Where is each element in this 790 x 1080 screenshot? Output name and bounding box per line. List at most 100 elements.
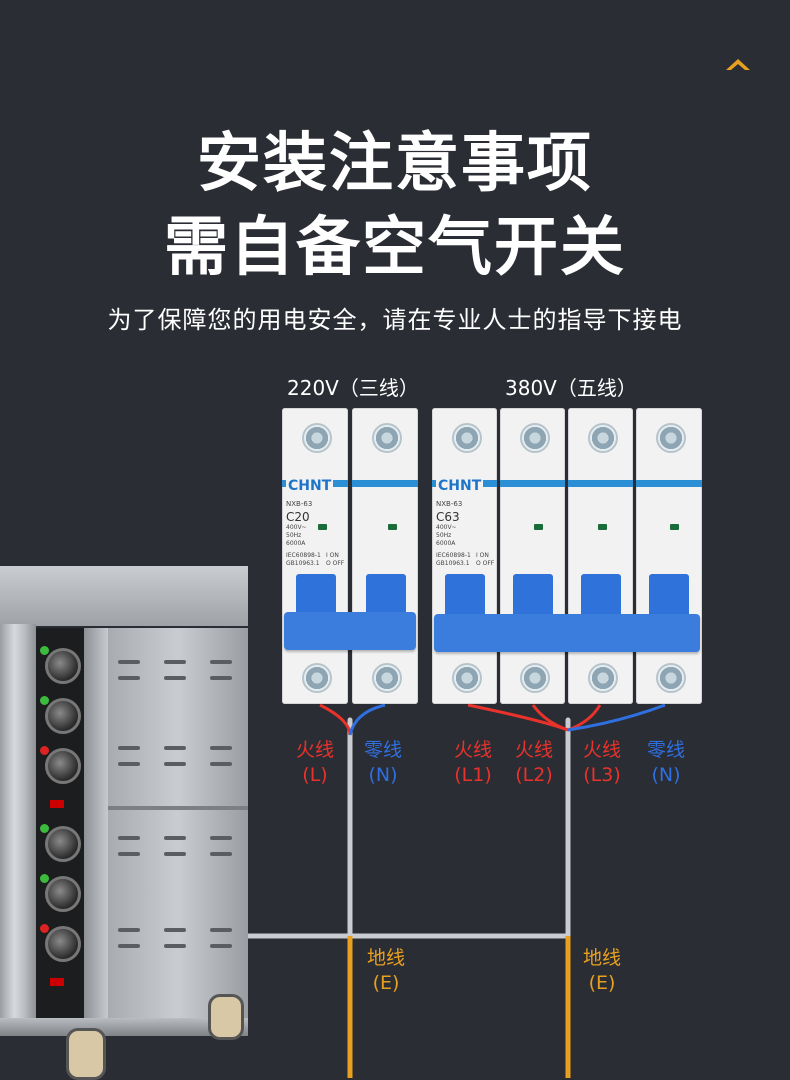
chevron-up-icon[interactable] <box>725 56 751 72</box>
spec-line: 6000A <box>286 540 306 547</box>
safety-subtitle: 为了保障您的用电安全，请在专业人士的指导下接电 <box>107 306 683 334</box>
wire-code: (L1) <box>454 764 492 786</box>
breaker-220v-pole-2 <box>352 408 418 704</box>
wire-label-l2: 火线 (L2) <box>499 738 569 788</box>
terminal-screw-icon <box>656 423 686 453</box>
spec-line: 400V~ <box>286 524 307 531</box>
indicator-light <box>40 646 49 655</box>
power-switch <box>50 978 64 986</box>
oven-frame <box>84 628 108 1018</box>
terminal-screw-icon <box>520 423 550 453</box>
indicator-light <box>40 824 49 833</box>
ground-code: (E) <box>372 972 400 994</box>
breaker-220v-pole-1: CHNT NXB-63 C20 400V~ 50Hz 6000A IEC6089… <box>282 408 348 704</box>
oven-image <box>0 566 250 1080</box>
page-title-line1: 安装注意事项 <box>197 127 593 201</box>
spec-line: 50Hz <box>286 532 302 539</box>
breaker-series: NXB-63 <box>436 500 463 508</box>
breaker-tie-bar[interactable] <box>434 614 700 652</box>
terminal-screw-icon <box>452 423 482 453</box>
wire-name: 零线 <box>363 739 402 761</box>
std-line: GB10963.1 <box>286 560 320 567</box>
spec-block: 400V~ 50Hz 6000A <box>436 524 457 548</box>
caster-wheel <box>66 1028 106 1080</box>
vent-slot <box>210 762 232 766</box>
control-knob <box>45 748 81 784</box>
terminal-screw-icon <box>588 663 618 693</box>
wire-name: 火线 <box>582 739 621 761</box>
wire-label-n: 零线 (N) <box>348 738 418 788</box>
wire-name: 零线 <box>646 739 685 761</box>
wire-name: 火线 <box>453 739 492 761</box>
page-title-line2: 需自备空气开关 <box>164 211 626 285</box>
status-indicator <box>534 524 543 530</box>
control-knob <box>45 926 81 962</box>
caster-wheel <box>208 994 244 1040</box>
vent-slot <box>210 660 232 664</box>
wire-name: 火线 <box>295 739 334 761</box>
terminal-screw-icon <box>302 663 332 693</box>
wire-label-l: 火线 (L) <box>280 738 350 788</box>
vent-slot <box>164 660 186 664</box>
terminal-screw-icon <box>588 423 618 453</box>
onoff-block: I ON O OFF <box>326 552 344 568</box>
oven-top <box>0 566 248 626</box>
wire-code: (L) <box>302 764 328 786</box>
breaker-380v-pole-1: CHNT NXB-63 C63 400V~ 50Hz 6000A IEC6089… <box>432 408 497 704</box>
breaker-rating: C20 <box>286 510 310 524</box>
wire-code: (N) <box>651 764 681 786</box>
on-label: I ON <box>326 552 339 559</box>
vent-slot <box>164 852 186 856</box>
spec-line: 50Hz <box>436 532 452 539</box>
oven-door <box>0 624 36 1019</box>
ground-name: 地线 <box>582 947 621 969</box>
wire-code: (L2) <box>515 764 553 786</box>
vent-slot <box>118 928 140 932</box>
indicator-light <box>40 874 49 883</box>
control-knob <box>45 698 81 734</box>
status-indicator <box>388 524 397 530</box>
off-label: O OFF <box>326 560 345 567</box>
terminal-screw-icon <box>302 423 332 453</box>
ground-label-left: 地线 (E) <box>351 946 421 996</box>
vent-slot <box>164 928 186 932</box>
off-label: O OFF <box>476 560 495 567</box>
brand-logo: CHNT <box>286 478 334 494</box>
breaker-tie-bar[interactable] <box>284 612 416 650</box>
breaker-band <box>568 480 633 487</box>
vent-slot <box>164 836 186 840</box>
breaker-380v-pole-3 <box>568 408 633 704</box>
breaker-band <box>636 480 702 487</box>
breaker-series: NXB-63 <box>286 500 313 508</box>
vent-slot <box>210 836 232 840</box>
wire-label-l3: 火线 (L3) <box>567 738 637 788</box>
breaker-220v: CHNT NXB-63 C20 400V~ 50Hz 6000A IEC6089… <box>282 408 418 704</box>
ground-label-right: 地线 (E) <box>567 946 637 996</box>
terminal-screw-icon <box>372 663 402 693</box>
std-line: IEC60898-1 <box>286 552 321 559</box>
breaker-band <box>352 480 418 487</box>
spec-block: 400V~ 50Hz 6000A <box>286 524 307 548</box>
wire-name: 火线 <box>514 739 553 761</box>
vent-slot <box>210 852 232 856</box>
breaker-380v: CHNT NXB-63 C63 400V~ 50Hz 6000A IEC6089… <box>432 408 702 704</box>
vent-slot <box>118 852 140 856</box>
terminal-screw-icon <box>520 663 550 693</box>
vent-slot <box>164 746 186 750</box>
brand-logo: CHNT <box>436 478 484 494</box>
vent-slot <box>118 676 140 680</box>
std-block: IEC60898-1 GB10963.1 <box>286 552 321 568</box>
vent-slot <box>210 676 232 680</box>
wire-code: (N) <box>368 764 398 786</box>
wire-label-l1: 火线 (L1) <box>438 738 508 788</box>
ground-code: (E) <box>588 972 616 994</box>
vent-slot <box>210 944 232 948</box>
std-line: IEC60898-1 <box>436 552 471 559</box>
breaker-band <box>500 480 565 487</box>
vent-slot <box>118 944 140 948</box>
breaker-380v-pole-2 <box>500 408 565 704</box>
vent-slot <box>118 660 140 664</box>
onoff-block: I ON O OFF <box>476 552 494 568</box>
vent-slot <box>164 676 186 680</box>
